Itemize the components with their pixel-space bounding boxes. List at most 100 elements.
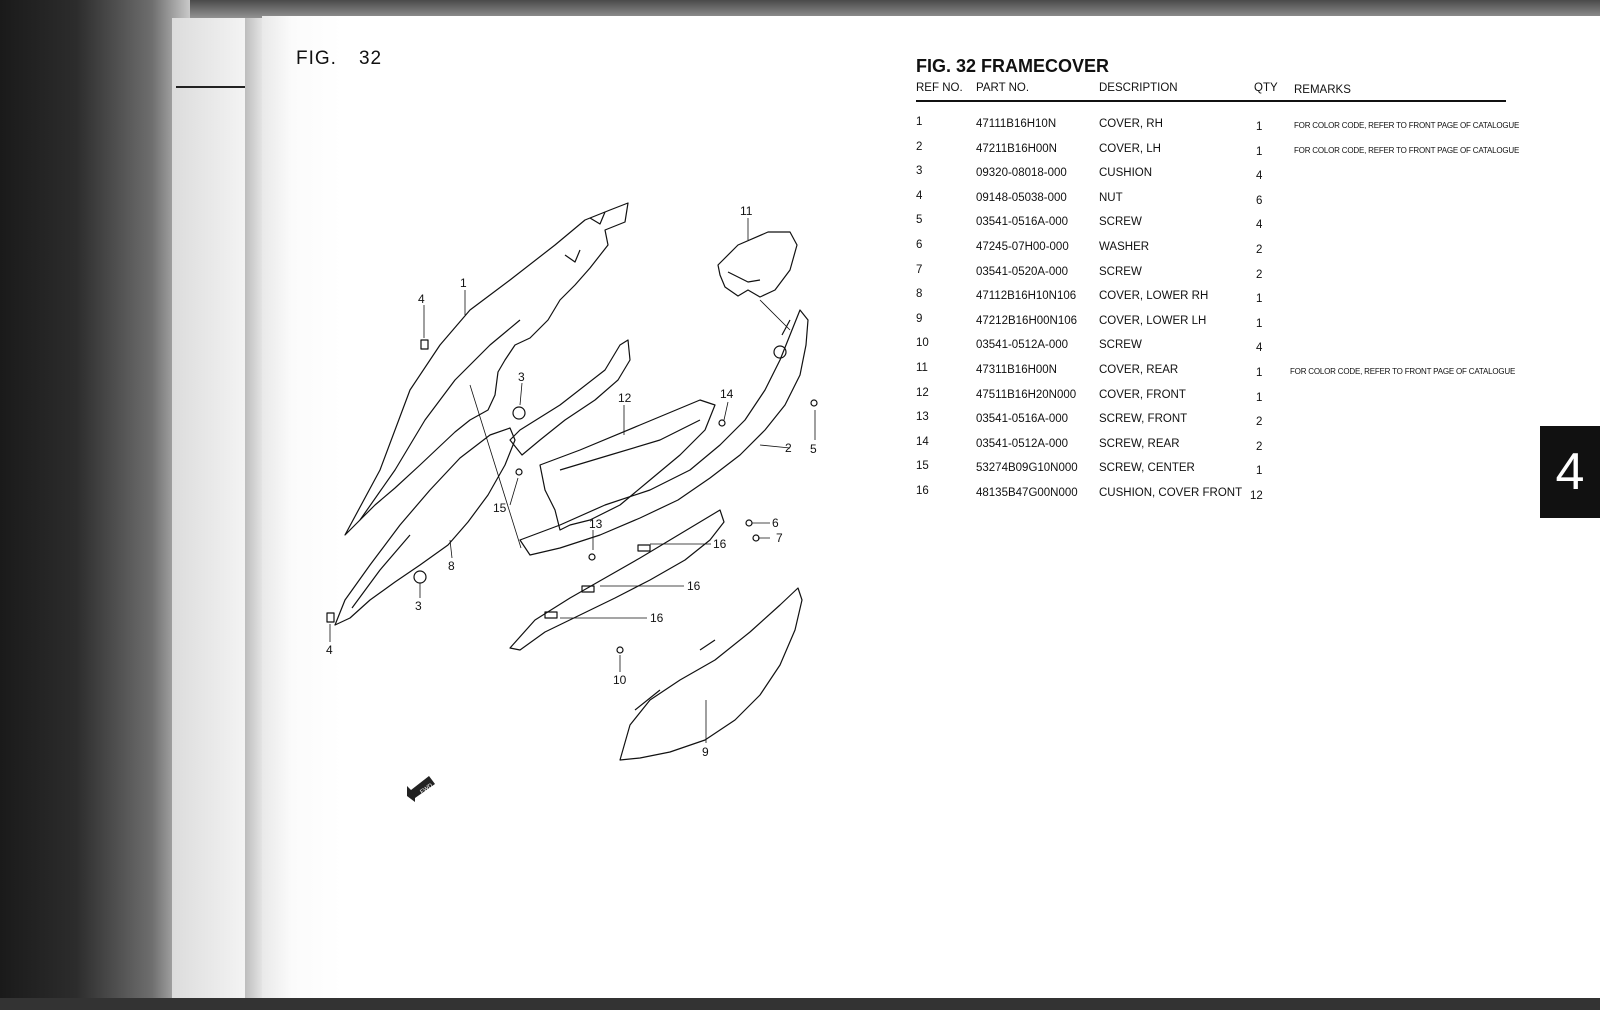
description: SCREW, FRONT [1099, 413, 1188, 426]
qty: 1 [1256, 145, 1263, 158]
ref-no: 3 [916, 165, 923, 178]
left-page-rule [176, 86, 250, 88]
table-title: FIG. 32 FRAMECOVER [916, 56, 1110, 76]
catalogue-page [262, 16, 1600, 1000]
description: SCREW [1099, 265, 1142, 278]
callout-5: 5 [810, 442, 817, 456]
qty: 1 [1256, 121, 1263, 133]
ref-no: 4 [916, 189, 923, 202]
washer-6 [745, 519, 753, 527]
callout-11: 11 [740, 204, 753, 218]
scan-bottom-shadow [0, 998, 1600, 1010]
part-no: 03541-0516A-000 [976, 413, 1069, 426]
ref-no: 16 [916, 484, 929, 497]
part-no: 09320-08018-000 [976, 167, 1067, 180]
part-no: 53274B09G10N000 [976, 462, 1078, 475]
qty: 4 [1256, 219, 1263, 232]
qty: 1 [1256, 391, 1263, 404]
scan-top-shadow [0, 0, 1600, 20]
book-binding-shadow [0, 0, 190, 1010]
callout-1: 1 [460, 276, 467, 290]
part-no: 47111B16H10N [976, 118, 1057, 130]
screw-15 [515, 468, 523, 476]
description: SCREW [1099, 339, 1142, 352]
description: COVER, LOWER RH [1099, 290, 1209, 303]
description: CUSHION [1099, 167, 1153, 180]
description: COVER, FRONT [1099, 388, 1186, 401]
ref-no: 2 [916, 140, 923, 153]
table-row: 12 47511B16H20N000 COVER, FRONT 1 [916, 386, 1516, 414]
callout-3a: 3 [518, 370, 525, 384]
callout-16c: 16 [650, 611, 664, 625]
part-no: 03541-0520A-000 [976, 265, 1069, 278]
description: CUSHION, COVER FRONT [1099, 486, 1243, 499]
part-no: 03541-0512A-000 [976, 437, 1069, 450]
header-remarks: REMARKS [1294, 84, 1351, 96]
forward-arrow-icon: FWD [407, 776, 435, 802]
callout-16b: 16 [687, 579, 701, 593]
ref-no: 8 [916, 288, 923, 301]
screw-14 [718, 419, 726, 427]
screw-10 [616, 646, 624, 654]
description: WASHER [1099, 240, 1150, 253]
part-cover-rear [717, 231, 798, 298]
screw-5 [810, 399, 818, 407]
qty: 6 [1256, 194, 1263, 207]
ref-no: 1 [916, 116, 923, 128]
cushion-3a [512, 406, 526, 420]
qty: 1 [1256, 465, 1263, 478]
part-no: 47511B16H20N000 [976, 388, 1077, 401]
qty: 12 [1250, 489, 1263, 502]
table-row: 15 53274B09G10N000 SCREW, CENTER 1 [916, 460, 1516, 487]
header-qty: QTY [1254, 82, 1278, 94]
part-no: 03541-0512A-000 [976, 339, 1069, 352]
remarks: FOR COLOR CODE, REFER TO FRONT PAGE OF C… [1290, 366, 1516, 376]
part-cover-front [509, 339, 631, 456]
description: COVER, LOWER LH [1099, 314, 1207, 327]
nut-4a [420, 339, 429, 350]
part-no: 47311B16H00N [976, 363, 1057, 376]
qty: 4 [1256, 342, 1263, 355]
remarks: FOR COLOR CODE, REFER TO FRONT PAGE OF C… [1294, 145, 1520, 155]
callout-7: 7 [776, 531, 783, 545]
callout-4b: 4 [326, 643, 333, 657]
callout-9: 9 [702, 745, 709, 759]
remarks: FOR COLOR CODE, REFER TO FRONT PAGE OF C… [1294, 121, 1520, 130]
part-cover-rh [344, 202, 629, 536]
ref-no: 15 [916, 460, 929, 473]
ref-no: 7 [916, 263, 923, 276]
callout-16a: 16 [713, 537, 727, 551]
ref-no: 10 [916, 337, 929, 350]
part-lower-panel [509, 509, 725, 651]
callout-13: 13 [589, 517, 603, 531]
ref-no: 5 [916, 214, 923, 227]
ref-no: 6 [916, 238, 923, 251]
cushion-3b [413, 570, 427, 584]
figure-number: 32 [358, 48, 383, 69]
callout-6: 6 [772, 516, 779, 530]
header-ref-no: REF NO. [916, 82, 963, 94]
table-header: REF NO. PART NO. DESCRIPTION QTY REMARKS [916, 82, 1506, 102]
figure-label: FIG. 32 [296, 48, 382, 70]
ref-no: 14 [916, 435, 929, 448]
callout-15: 15 [493, 501, 507, 515]
description: SCREW, CENTER [1099, 462, 1195, 475]
part-cover-lower-lh [619, 587, 803, 761]
qty: 1 [1256, 293, 1263, 306]
left-page-strip [172, 18, 247, 998]
description: COVER, REAR [1099, 363, 1179, 376]
qty: 2 [1256, 268, 1263, 281]
figure-label-text: FIG. [296, 48, 337, 69]
callout-3b: 3 [415, 599, 422, 613]
table-row: 7 03541-0520A-000 SCREW 2 [916, 263, 1516, 291]
part-no: 03541-0516A-000 [976, 216, 1069, 229]
description: COVER, LH [1099, 142, 1161, 155]
ref-no: 12 [916, 386, 929, 399]
